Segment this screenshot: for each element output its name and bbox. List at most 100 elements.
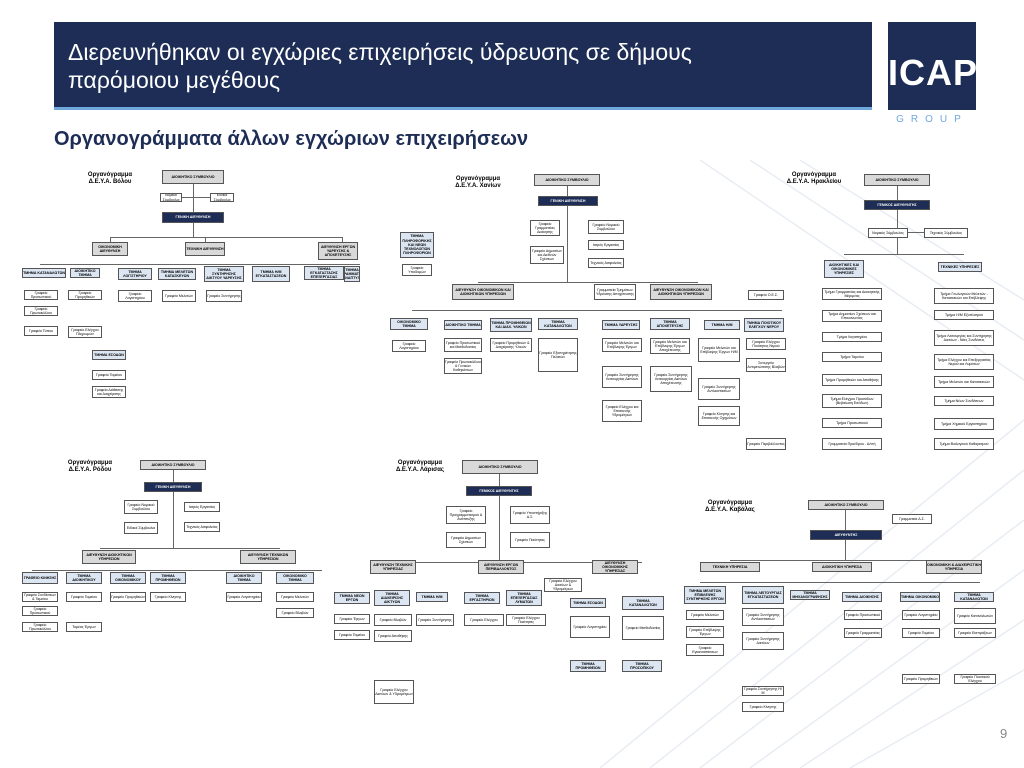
office-box: Τμήμα Ελέγχου Προσόδων (Βεβαίωση Εσόδων) bbox=[822, 394, 882, 408]
department-box: ΤΜΗΜΑ ΕΣΟΔΩΝ bbox=[92, 350, 126, 360]
director-box: ΔΙΕΥΘΥΝΣΗ ΕΡΓΩΝ ΥΔΡΕΥΣΗΣ & ΑΠΟΧΕΤΕΥΣΗΣ bbox=[318, 242, 358, 260]
department-box: ΤΜΗΜΑ ΟΙΚΟΝΟΜΙΚΟΥ bbox=[110, 572, 146, 584]
department-box: ΤΜΗΜΑ ΣΥΝΤΗΡΗΣΗΣ ΔΙΚΤΥΟΥ ΥΔΡΕΥΣΗΣ bbox=[204, 266, 244, 282]
department-box: ΤΜΗΜΑ ΠΛΗΡΟΦΟΡΙΚΗΣ ΚΑΙ ΝΕΩΝ ΤΕΧΝΟΛΟΓΙΩΝ … bbox=[400, 232, 434, 258]
org-chart-chania: Οργανόγραμμα Δ.Ε.Υ.Α. Χανίων ΔΙΟΙΚΗΤΙΚΟ … bbox=[388, 168, 808, 458]
staff-box: Τεχνικός Ασφαλείας bbox=[184, 522, 220, 532]
director-box: ΔΙΕΥΘΥΝΣΗ ΟΙΚΟΝΟΜΙΚΗΣ ΥΠΗΡΕΣΙΑΣ bbox=[592, 560, 638, 574]
org-chart-rodos: Οργανόγραμμα Δ.Ε.Υ.Α. Ρόδου ΔΙΟΙΚΗΤΙΚΟ Σ… bbox=[20, 456, 322, 646]
staff-box: Γραφείο Δημοσίων Σχέσεων bbox=[446, 532, 486, 548]
director-box: Γραμματεία Τμημάτων Υδρευσης Αποχέτευσης bbox=[594, 284, 636, 300]
staff-box: Γραφείο Ποιότητας bbox=[510, 532, 550, 548]
office-box: Γραφείο Προσωπικού bbox=[22, 606, 58, 616]
department-box: ΤΜΗΜΑ ΔΙΑΧΕΙΡΙΣΗΣ ΔΙΚΤΥΩΝ bbox=[374, 590, 410, 606]
office-box: Γραφείο Πρωτοκόλλου bbox=[22, 622, 58, 632]
department-box: ΟΙΚΟΝΟΜΙΚΟ ΤΜΗΜΑ bbox=[276, 572, 314, 584]
department-box: ΤΜΗΜΑ ΑΠΟΧΕΤΕΥΣΗΣ bbox=[650, 318, 690, 330]
office-box: Γραφείο Μελετών και Επίβλεψης Έργων Αποχ… bbox=[650, 338, 690, 354]
logo-text: ICAP bbox=[888, 52, 979, 93]
office-box: Τμήμα Ελέγχου και Επεξεργασίας Νερού και… bbox=[934, 354, 994, 370]
department-box: ΤΜΗΜΑ ΚΑΤΑΝΑΛΩΤΩΝ bbox=[22, 268, 66, 278]
office-box: Γραφείο Προμηθειών bbox=[68, 290, 102, 300]
department-box: ΤΜΗΜΑ Η/Μ bbox=[416, 592, 448, 602]
chart-title: Οργανόγραμμα Δ.Ε.Υ.Α. Χανίων bbox=[455, 176, 501, 189]
office-box: Γραφείο Προμηθειών bbox=[902, 674, 940, 684]
org-chart-heraklion: Οργανόγραμμα Δ.Ε.Υ.Α. Ηρακλείου ΔΙΟΙΚΗΤΙ… bbox=[784, 168, 1004, 458]
office-box: Γραφείο Λογιστηρίου bbox=[570, 616, 610, 638]
board-box: ΔΙΟΙΚΗΤΙΚΟ ΣΥΜΒΟΥΛΙΟ bbox=[534, 174, 600, 186]
department-box: ΤΜΗΜΑ ΜΕΛΕΤΩΝ ΕΠΙΒΛΕΨΗΣ ΣΥΝΤΗΡΗΣΗΣ ΕΡΓΩΝ bbox=[684, 586, 726, 604]
legal-box: Νομικός Σύμβουλος bbox=[868, 228, 908, 238]
department-box: ΤΜΗΜΑ Η/Μ bbox=[704, 320, 740, 330]
office-box: Γραφείο Μελετών bbox=[162, 290, 196, 302]
office-box: Γραφείο Βλαβών bbox=[276, 608, 314, 618]
office-box: Γραφείο Μελετών και Επίβλεψης Έργων bbox=[602, 338, 642, 352]
office-box: Γραφείο Γραμματείας bbox=[844, 628, 882, 638]
staff-box: Ιατρός Εργασίας bbox=[184, 502, 220, 512]
office-box: Γραφείο Έργων bbox=[334, 614, 370, 624]
staff-box: Ειδικοί Σύμβουλοι bbox=[124, 522, 158, 534]
department-box: ΤΜΗΜΑ ΕΡΓΑΣΤΗΡΙΩΝ bbox=[464, 592, 500, 604]
office-box: Γραφείο Καταναλωτών bbox=[954, 608, 996, 624]
division-box: ΔΙΟΙΚΗΤΙΚΕΣ ΚΑΙ ΟΙΚΟΝΟΜΙΚΕΣ ΥΠΗΡΕΣΙΕΣ bbox=[824, 260, 864, 278]
office-box: Γραφείο Εγκαταστάσεων bbox=[686, 644, 724, 656]
department-box: ΤΜΗΜΑ ΠΡΟΣΩΠΙΚΟΥ bbox=[622, 660, 662, 672]
chart-title: Οργανόγραμμα Δ.Ε.Υ.Α. Καβάλας bbox=[705, 500, 755, 513]
department-box: ΤΜΗΜΑ ΚΑΤΑΝΑΛΩΤΩΝ bbox=[622, 596, 664, 610]
office-box: Τμήμα Προσωπικού bbox=[822, 418, 882, 428]
office-box: Γραφείο Ταμείου bbox=[334, 630, 370, 640]
department-box: ΔΙΟΙΚΗΤΙΚΟ ΤΜΗΜΑ bbox=[226, 572, 262, 584]
staff-box: Τεχνικός Ασφαλείας bbox=[588, 258, 624, 268]
technical-box: Τεχνικός Σύμβουλος bbox=[924, 228, 968, 238]
section-subtitle: Οργανογράμματα άλλων εγχώριων επιχειρήσε… bbox=[54, 128, 529, 150]
director-box: ΔΙΕΥΘΥΝΣΗ ΟΙΚΟΝΟΜΙΚΩΝ ΚΑΙ ΔΙΟΙΚΗΤΙΚΩΝ ΥΠ… bbox=[650, 284, 712, 300]
department-box: ΤΜΗΜΑ ΟΙΚΟΝΟΜΙΚΟ bbox=[900, 592, 940, 602]
staff-box: Γραφείο Νομικού Συμβούλου bbox=[124, 500, 158, 514]
department-box: ΤΜΗΜΑ ΕΣΟΔΩΝ bbox=[570, 598, 606, 608]
org-chart-larissa: Οργανόγραμμα Δ.Ε.Υ.Α. Λάρισας ΔΙΟΙΚΗΤΙΚΟ… bbox=[330, 456, 670, 726]
office-box: Γραφείο Πρωτοκόλλου & Γενικών Καθηκόντων bbox=[444, 358, 482, 374]
department-box: ΤΜΗΜΑ ΝΕΩΝ ΕΡΓΩΝ bbox=[334, 592, 370, 604]
office-box: Γραφείο Συντήρησης bbox=[206, 290, 242, 302]
office-box: Γραφείο Ελέγχου Ποιότητας bbox=[506, 614, 546, 626]
department-box: ΤΜΗΜΑ ΕΠΕΞΕΡΓΑΣΙΑΣ ΛΥΜΑΤΩΝ bbox=[506, 590, 542, 606]
office-box: Γραφείο Επίβλεψης Έργων bbox=[686, 626, 724, 638]
office-box: Γραφείο Υποδομών bbox=[402, 264, 432, 276]
office-box: Γραφείο Κίνησης bbox=[150, 592, 186, 602]
director-box: ΤΕΧΝΙΚΗ ΔΙΕΥΘΥΝΣΗ bbox=[185, 242, 225, 256]
office-box: Τμήμα Η/Μ Εξοπλισμού bbox=[934, 310, 994, 320]
office-box: Γραφείο Μελετών bbox=[686, 610, 724, 620]
gm-box: ΔΙΕΥΘΥΝΤΗΣ bbox=[810, 530, 882, 540]
director-box: ΟΙΚΟΝΟΜΙΚΗ ΔΙΕΥΘΥΝΣΗ bbox=[92, 242, 128, 256]
title-banner: Διερευνήθηκαν οι εγχώριες επιχειρήσεις ύ… bbox=[54, 22, 872, 110]
office-box: Γραφείο Λογιστηρίου bbox=[902, 610, 940, 620]
director-box: ΔΙΕΥΘΥΝΣΗ ΟΙΚΟΝΟΜΙΚΩΝ ΚΑΙ ΔΙΟΙΚΗΤΙΚΩΝ ΥΠ… bbox=[452, 284, 514, 300]
office-box: Τμήμα Γραμματείας και Διοικητικής Μέριμν… bbox=[822, 288, 882, 300]
gm-box: ΓΕΝΙΚΗ ΔΙΕΥΘΥΝΣΗ bbox=[144, 482, 202, 492]
office-box: Τμήμα Βιολογικού Καθαρισμού bbox=[934, 438, 994, 450]
department-box: ΤΜΗΜΑ ΔΙΟΙΚΗΤΙΚΟΥ bbox=[66, 572, 102, 584]
division-box: ΟΙΚΟΝΟΜΙΚΗ & ΔΙΑΧΕΙΡΙΣΤΙΚΗ ΥΠΗΡΕΣΙΑ bbox=[926, 560, 982, 574]
chart-title: Οργανόγραμμα Δ.Ε.Υ.Α. Ηρακλείου bbox=[786, 172, 842, 185]
gm-box: ΓΕΝΙΚΗ ΔΙΕΥΘΥΝΣΗ bbox=[162, 212, 224, 223]
office-box: Τμήμα Νέων Συνδέσεων bbox=[934, 396, 994, 406]
office-box: Γραφείο Ελέγχου Δικτύων & Υδρομέτρων bbox=[374, 680, 414, 704]
staff-box: Γραφείο Νομικού Συμβούλου bbox=[588, 220, 624, 234]
staff-box: Γραφείο Υποστήριξης Δ.Σ. bbox=[510, 506, 550, 524]
division-box: ΤΕΧΝΙΚΕΣ ΥΠΗΡΕΣΙΕΣ bbox=[938, 262, 982, 272]
gm-box: ΓΕΝΙΚΟΣ ΔΙΕΥΘΥΝΤΗΣ bbox=[864, 200, 930, 210]
logo-group-text: GROUP bbox=[896, 114, 968, 125]
org-chart-volos: Οργανόγραμμα Δ.Ε.Υ.Α. Βόλου ΔΙΟΙΚΗΤΙΚΟ Σ… bbox=[20, 168, 360, 458]
board-box: ΔΙΟΙΚΗΤΙΚΟ ΣΥΜΒΟΥΛΙΟ bbox=[864, 174, 930, 186]
office-box: Γραφείο Πρωτοκόλλου bbox=[24, 306, 58, 316]
office-box: Τμήμα Μελετών και Κατασκευών bbox=[934, 376, 994, 388]
office-box: Γραφείο Συντήρησης Η/Μ bbox=[742, 686, 784, 696]
department-box: ΤΜΗΜΑ ΜΕΛΕΤΩΝ ΚΑΤΑΣΚΕΥΩΝ bbox=[158, 268, 196, 280]
office-box: Γραφείο Μελετών και Επίβλεψης Έργων Η/Μ bbox=[698, 338, 740, 362]
division-box: ΔΙΟΙΚΗΤΙΚΗ ΥΠΗΡΕΣΙΑ bbox=[812, 562, 872, 572]
staff-box: Γραφείο Δημοσίων και Διεθνών Σχέσεων bbox=[530, 246, 564, 264]
office-box: Γραμματεία Προέδρου - Δ/ντή bbox=[822, 438, 882, 450]
chart-title: Οργανόγραμμα Δ.Ε.Υ.Α. Βόλου bbox=[87, 172, 133, 185]
staff-box: Ιατρός Εργασίας bbox=[588, 240, 624, 250]
office-box: Γραφείο Προσωπικού bbox=[24, 290, 58, 300]
